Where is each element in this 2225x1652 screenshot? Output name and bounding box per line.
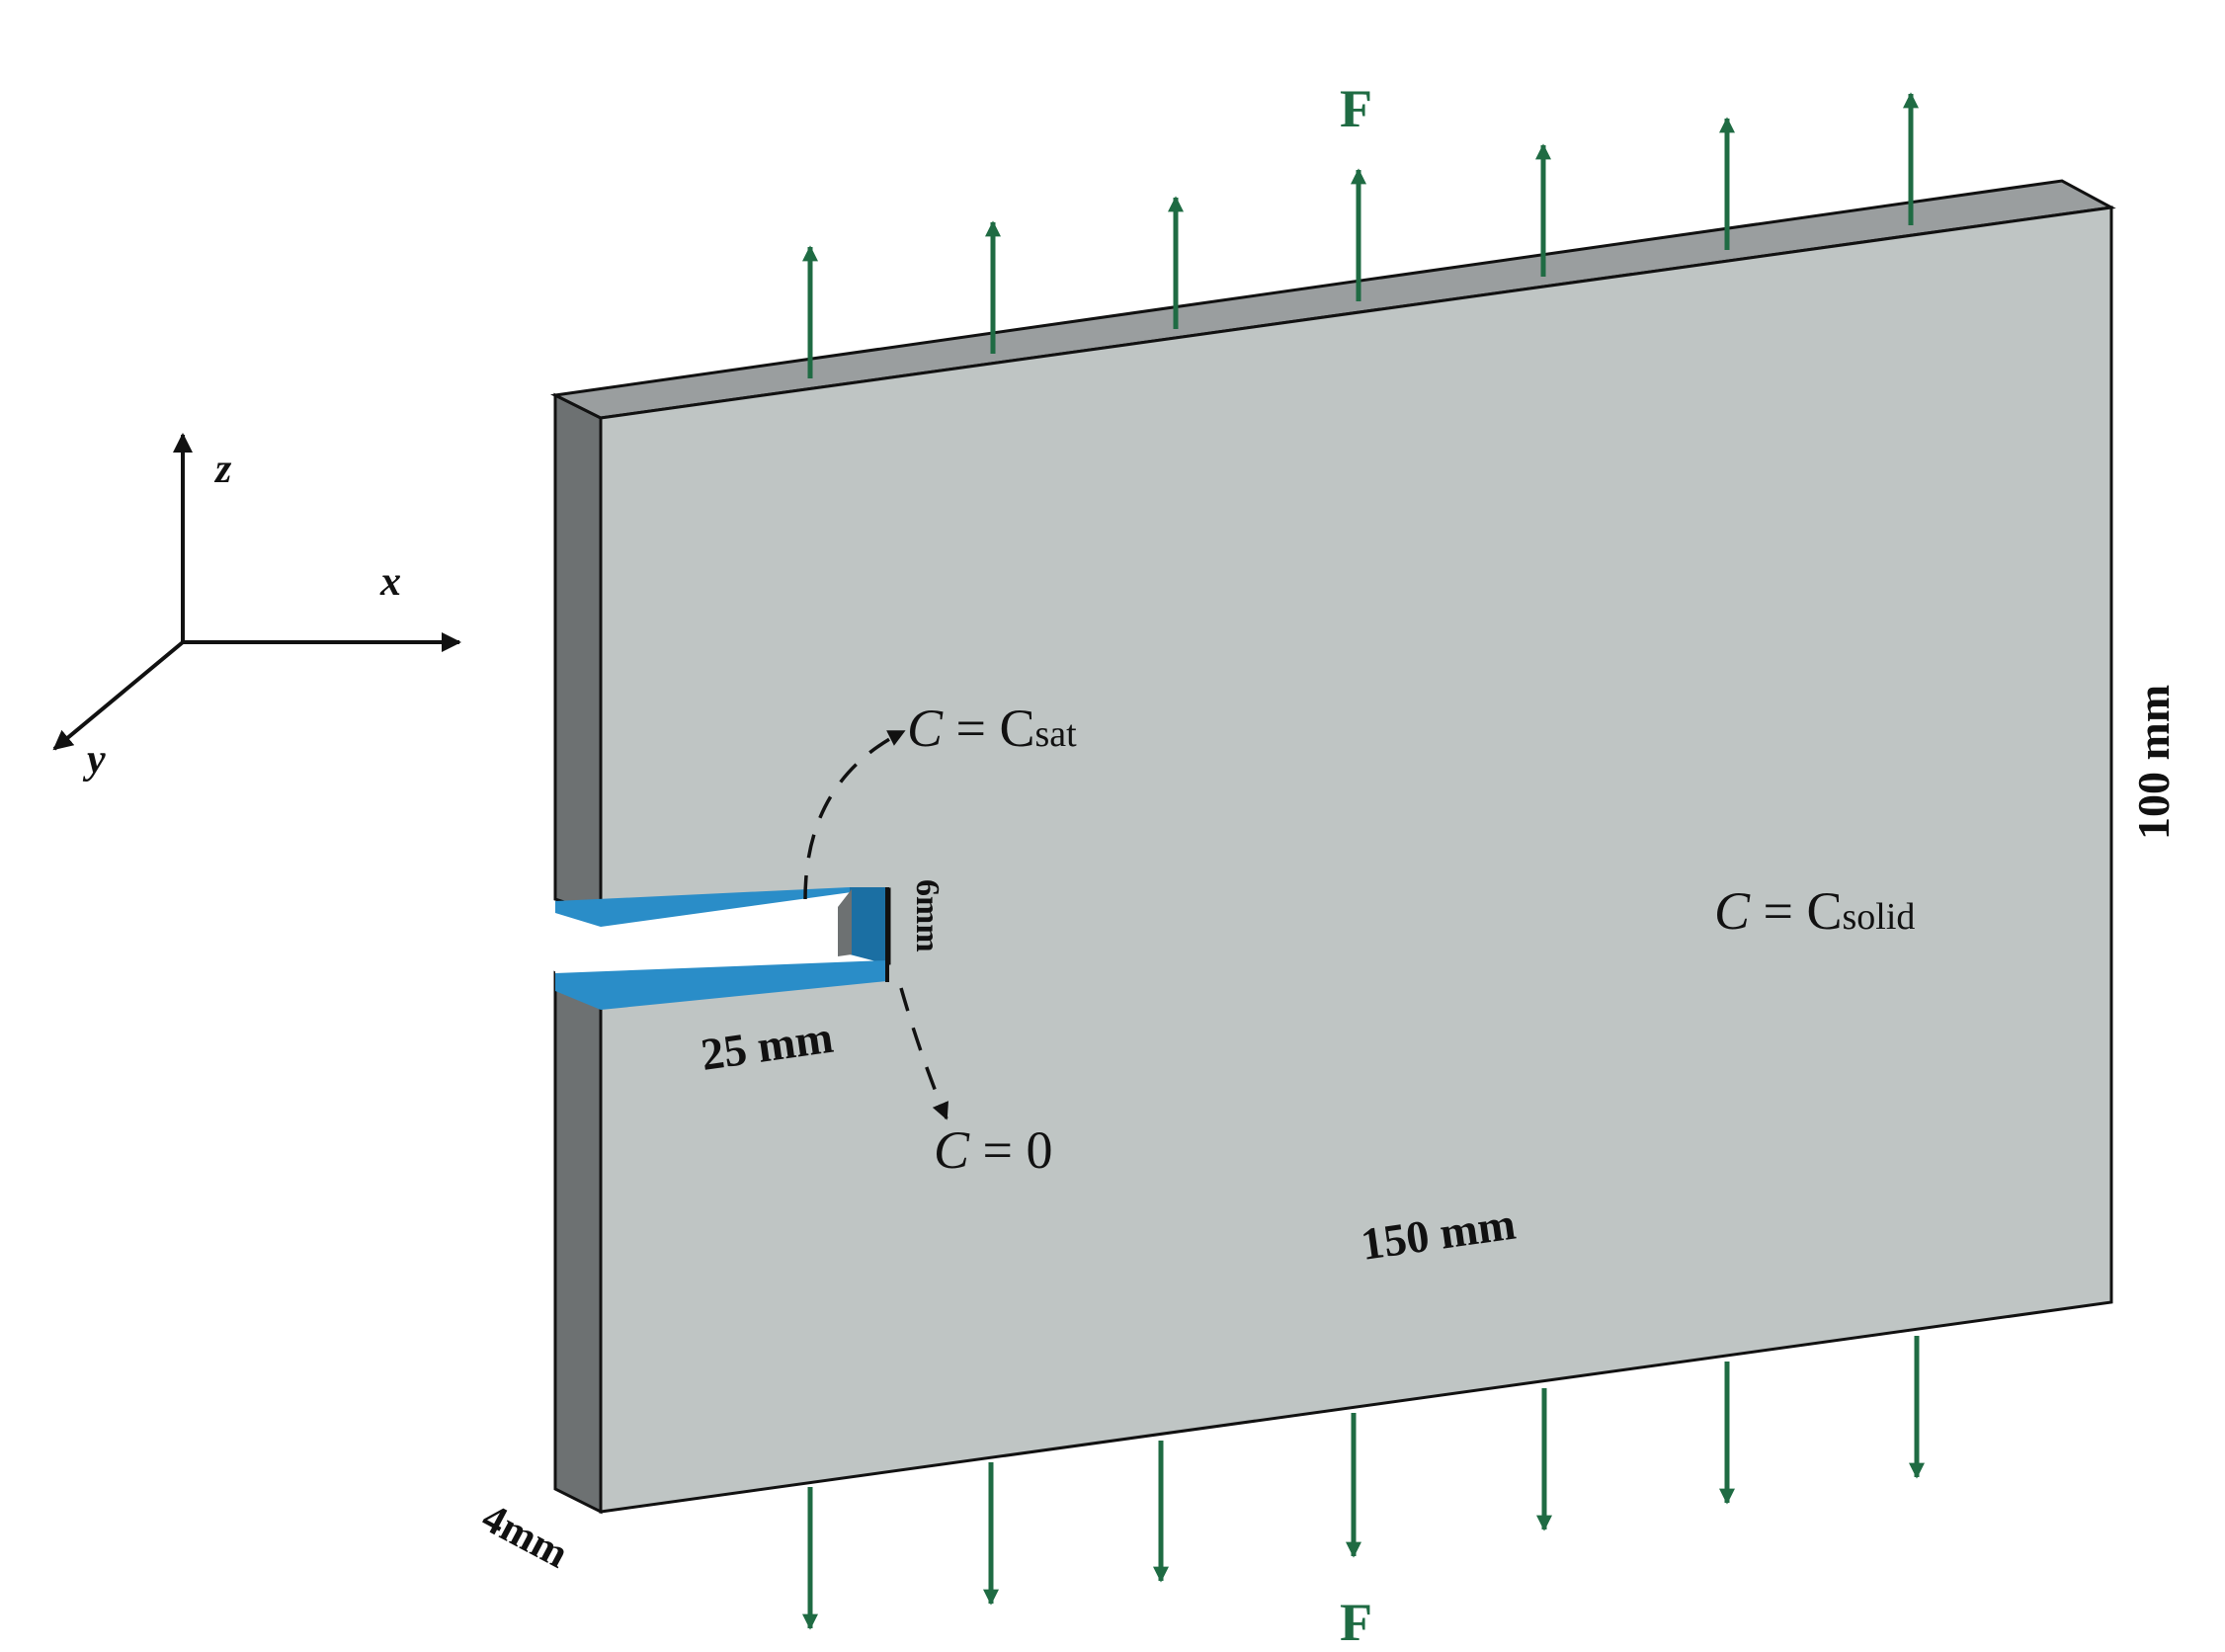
condition-sat-sub: sat — [1035, 713, 1078, 755]
condition-solid-eq: = C — [1750, 881, 1842, 941]
condition-zero: C = 0 — [934, 1120, 1053, 1180]
notch-back-wall — [838, 889, 852, 956]
notch-tip-face — [850, 887, 887, 964]
plate-front-face — [599, 206, 2113, 1514]
dashed-arrow-to-sat — [803, 729, 906, 900]
dimension-thickness: 4mm — [474, 1495, 575, 1577]
y-axis-line — [52, 640, 185, 751]
axis-label-x: x — [379, 559, 401, 605]
condition-zero-eq: = 0 — [969, 1120, 1052, 1180]
axis-label-y: y — [82, 737, 106, 783]
condition-sat: C = Csat — [907, 699, 1077, 758]
force-label-top: F — [1340, 79, 1372, 138]
force-label-bottom: F — [1340, 1593, 1372, 1652]
plate-side-upper — [553, 392, 603, 917]
condition-solid-lhs: C — [1714, 881, 1751, 941]
condition-solid-sub: solid — [1843, 896, 1916, 938]
top-force-arrows — [801, 92, 1920, 378]
bottom-force-arrows — [801, 1336, 1926, 1630]
plate-side-lower — [553, 970, 603, 1515]
notch — [555, 887, 889, 1010]
dimension-height: 100 mm — [2128, 685, 2179, 840]
condition-solid: C = Csolid — [1714, 881, 1915, 941]
dimension-notch-width: 6mm — [909, 879, 946, 952]
condition-sat-lhs: C — [907, 699, 944, 758]
condition-zero-lhs: C — [934, 1120, 970, 1180]
coordinate-axes — [52, 433, 461, 751]
condition-sat-eq: = C — [943, 699, 1034, 758]
axis-label-z: z — [213, 447, 232, 492]
dashed-arrow-to-zero — [899, 987, 948, 1120]
notch-lower-surface — [555, 960, 887, 1010]
